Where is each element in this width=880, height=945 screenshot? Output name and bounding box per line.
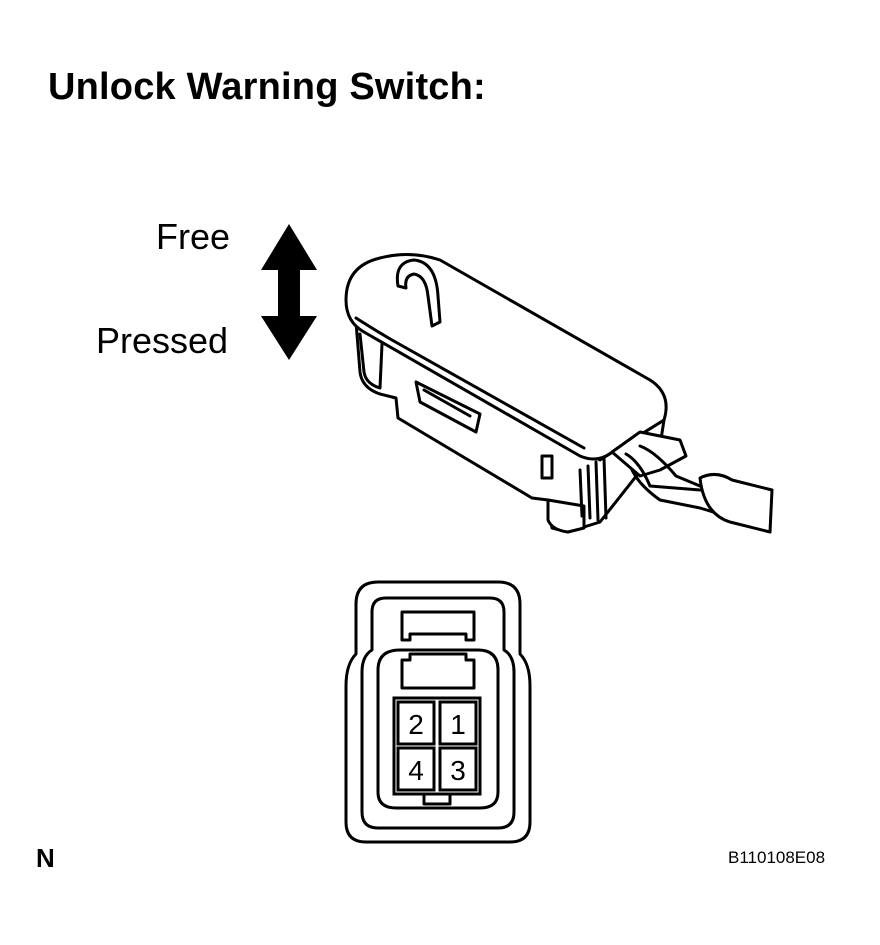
diagram-title: Unlock Warning Switch: — [48, 66, 486, 108]
pin-number: 1 — [450, 709, 466, 740]
pin-number: 2 — [408, 709, 424, 740]
pin-grid: 2 1 4 3 — [392, 696, 482, 796]
pin-cell — [438, 700, 478, 746]
double-arrow-icon — [261, 224, 317, 360]
corner-mark: N — [36, 843, 55, 873]
pin-cell — [396, 700, 436, 746]
pressed-label: Pressed — [96, 320, 229, 361]
pin-cell — [438, 746, 478, 792]
switch-body-illustration — [344, 253, 774, 534]
free-label: Free — [156, 216, 231, 257]
pin-number: 3 — [450, 755, 466, 786]
figure-code: B110108E08 — [728, 848, 826, 867]
pin-cell — [396, 746, 436, 792]
pin-number: 4 — [408, 755, 424, 786]
